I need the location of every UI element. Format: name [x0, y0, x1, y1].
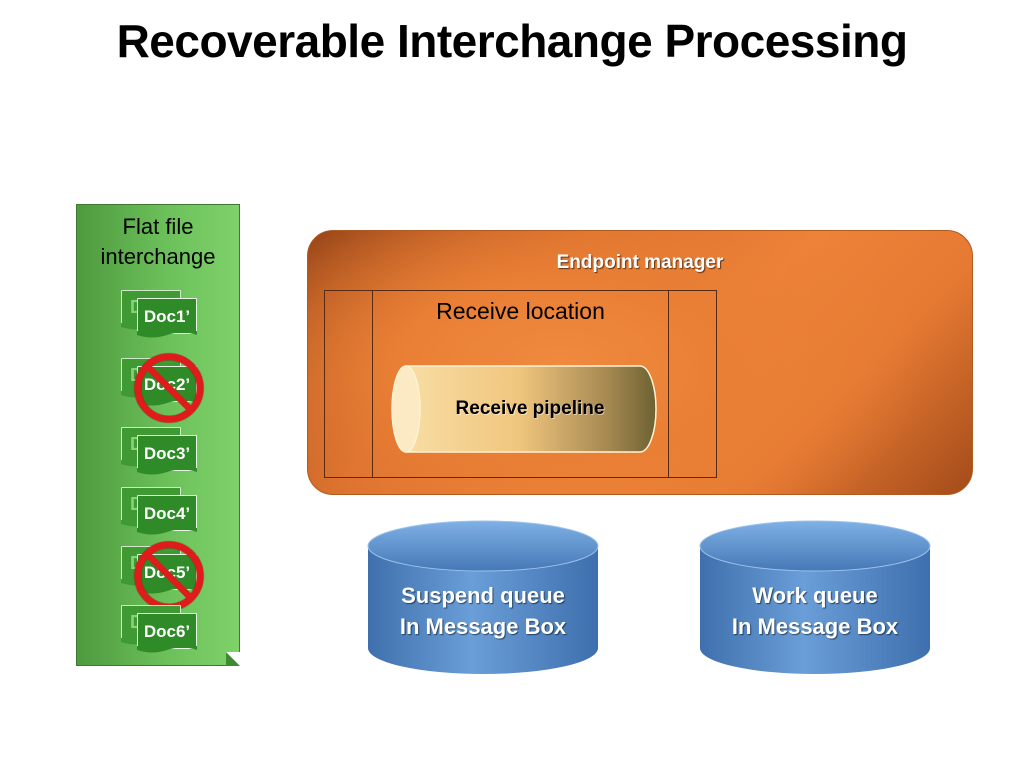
processed-doc-3: Doc3’ [137, 435, 197, 475]
endpoint-manager-label: Endpoint manager [556, 252, 724, 273]
work-queue-label: Work queue In Message Box [699, 580, 931, 642]
document-wave-edge [137, 468, 197, 475]
document-wave-edge [137, 331, 197, 338]
processed-doc-6: Doc6’ [137, 613, 197, 653]
receive-location [324, 290, 717, 478]
receive-location-left-column [325, 291, 373, 477]
suspend-queue-database-icon [367, 520, 599, 674]
suspend-queue-line2: In Message Box [399, 614, 567, 639]
receive-location-label: Receive location [436, 298, 605, 324]
document-wave-edge [137, 646, 197, 653]
document-wave-edge [137, 399, 197, 406]
receive-pipeline-cylinder [391, 365, 657, 453]
document-wave-edge [137, 528, 197, 535]
flat-file-label-line2: interchange [100, 244, 216, 269]
processed-doc-1: Doc1’ [137, 298, 197, 338]
processed-doc-4: Doc4’ [137, 495, 197, 535]
flat-file-label-line1: Flat file [122, 214, 194, 239]
receive-pipeline-label: Receive pipeline [455, 398, 605, 419]
suspend-queue-label: Suspend queue In Message Box [367, 580, 599, 642]
document-wave-edge [137, 587, 197, 594]
slide-title: Recoverable Interchange Processing [116, 15, 908, 67]
work-queue-line2: In Message Box [731, 614, 899, 639]
receive-location-right-column [668, 291, 716, 477]
flat-file-label: Flat file interchange [76, 212, 240, 272]
no-entry-icon [133, 540, 205, 612]
work-queue-line1: Work queue [752, 583, 878, 608]
page-fold-corner [226, 652, 240, 666]
no-entry-icon [133, 352, 205, 424]
suspend-queue-line1: Suspend queue [401, 583, 565, 608]
work-queue-database-icon [699, 520, 931, 674]
